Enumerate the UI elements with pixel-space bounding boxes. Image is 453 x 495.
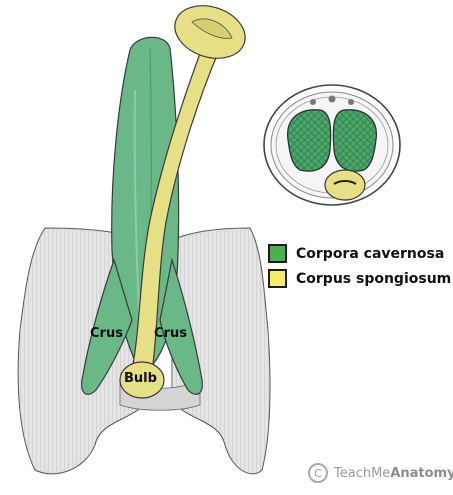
penis-cross-section xyxy=(263,84,401,206)
brand-name-regular: TeachMe xyxy=(334,465,391,481)
copyright-icon: C xyxy=(308,463,328,483)
legend-swatch-green xyxy=(268,244,287,263)
legend-item-spongiosum: Corpus spongiosum xyxy=(268,269,451,288)
legend: Corpora cavernosa Corpus spongiosum xyxy=(268,244,451,294)
corpus-spongiosum xyxy=(119,5,246,399)
legend-label-spongiosum: Corpus spongiosum xyxy=(296,270,452,287)
brand-name-bold: Anatomy xyxy=(390,465,453,481)
crus-left-label: Crus xyxy=(90,326,123,341)
legend-swatch-yellow xyxy=(268,269,287,288)
bulb-label: Bulb xyxy=(124,371,157,386)
crus-right-label: Crus xyxy=(154,326,187,341)
legend-item-cavernosa: Corpora cavernosa xyxy=(268,244,451,263)
brand-watermark: C TeachMe Anatomy info xyxy=(308,463,453,483)
legend-label-cavernosa: Corpora cavernosa xyxy=(296,245,445,262)
corpora-cavernosa-shaft xyxy=(81,36,203,395)
